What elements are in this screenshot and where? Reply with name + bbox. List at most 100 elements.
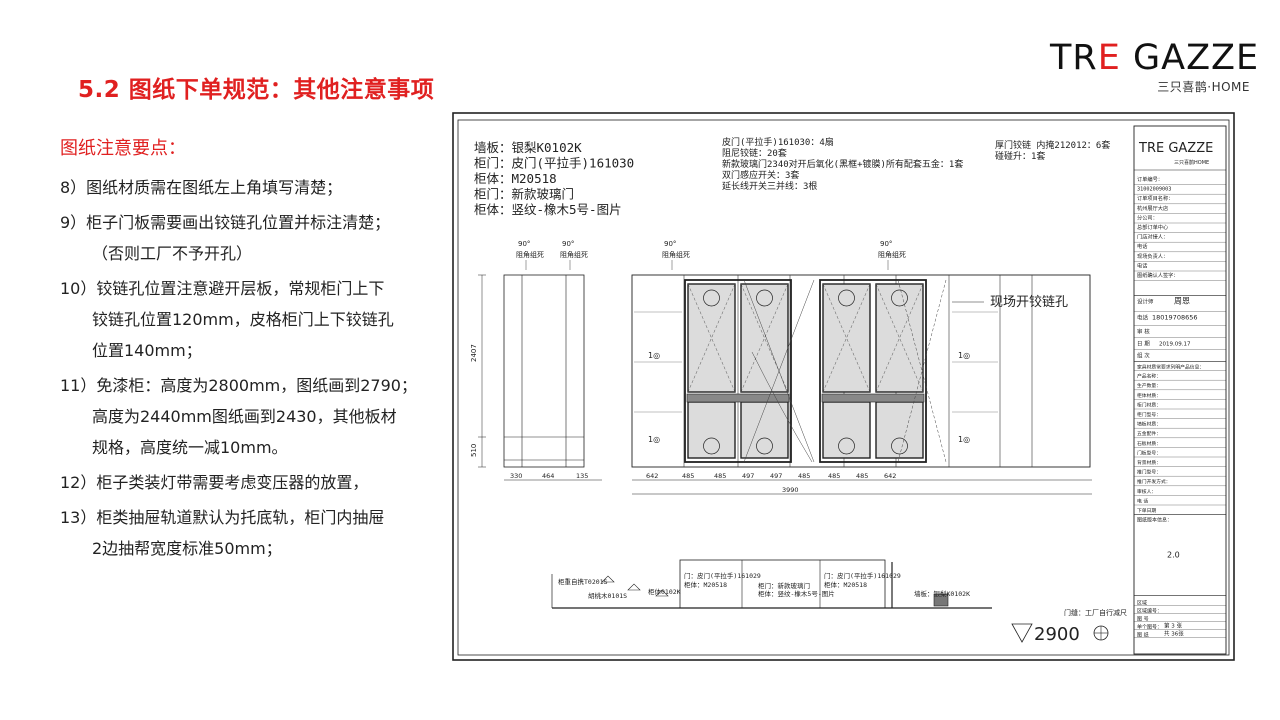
- angle-label: 90°: [880, 240, 892, 248]
- plan-label: 门：皮门(平拉手)161029: [684, 571, 761, 580]
- plan-marker-icon: [601, 575, 615, 583]
- title-block-row: 图纸确认人签字：: [1137, 271, 1179, 279]
- glass-swing-arc: [751, 351, 813, 463]
- angle-label: 90°: [518, 240, 530, 248]
- spec-left-line: 墙板：银梨K0102K: [474, 140, 582, 155]
- plan-label: 门：皮门(平拉手)161029: [824, 571, 901, 580]
- title-block-bottom-row: 区域: [1137, 600, 1147, 607]
- title-block-row: 31002009003: [1137, 187, 1171, 193]
- glass-door-panel: [687, 401, 736, 459]
- spec-left-line: 柜体：M20518: [474, 171, 557, 186]
- note-line: 11）免漆柜：高度为2800mm，图纸画到2790；: [60, 376, 417, 395]
- page-title: 5.2 图纸下单规范：其他注意事项: [78, 77, 435, 103]
- spec-right-line: 碰碰升：1套: [995, 150, 1045, 162]
- angle-label: 90°: [664, 240, 676, 248]
- spec-mid-line: 新款玻璃门2340对开后氧化(黑框+镀膜)所有配套五金：1套: [722, 158, 963, 170]
- drawing-outer-frame: [452, 112, 1235, 661]
- drawing-inner-frame: [457, 119, 1230, 656]
- door-rail: [821, 393, 925, 403]
- plan-label: 胡桃木0101S: [588, 591, 627, 600]
- spec-mid-line: 双门感应开关：3套: [722, 169, 799, 181]
- hinge-hole-icon: [891, 437, 908, 455]
- plan-label: 柜体：M20518: [824, 580, 867, 589]
- glass-door-panel: [875, 401, 924, 459]
- glass-door-panel: [822, 283, 871, 393]
- notes-panel: 图纸注意要点： 8）图纸材质需在图纸左上角填写清楚；9）柜子门板需要画出铰链孔位…: [60, 134, 455, 568]
- spec-left-line: 柜门：新款玻璃门: [474, 187, 574, 202]
- title-block-material-row: 背景材质：: [1137, 459, 1161, 466]
- plan-label: 柜体0102K: [648, 587, 681, 596]
- hinge-mark: 1◎: [958, 351, 970, 360]
- title-block-label: 电话: [1137, 314, 1149, 322]
- title-block-row: 门店对接人：: [1137, 233, 1168, 241]
- height-dim: 2407: [470, 344, 478, 362]
- title-block-material-row: 下单日期: [1137, 507, 1156, 514]
- dim-label: 485: [798, 472, 810, 480]
- title-block-material-row: 审核人：: [1137, 488, 1156, 495]
- note-item: 8）图纸材质需在图纸左上角填写清楚；: [60, 172, 455, 203]
- hinge-hole-icon: [703, 289, 720, 307]
- glass-door-panel: [822, 401, 871, 459]
- glass-door-panel: [687, 283, 736, 393]
- note-line: 9）柜子门板需要画出铰链孔位置并标注清楚；: [60, 213, 391, 232]
- glass-diagonal: [743, 279, 815, 463]
- title-block-frame: [1133, 125, 1227, 655]
- title-block-material-row: 石板材质：: [1137, 440, 1161, 447]
- dim-label: 485: [714, 472, 726, 480]
- note-item: 12）柜子类装灯带需要考虑变压器的放置，: [60, 467, 455, 498]
- note-line: 位置140mm；: [92, 341, 202, 360]
- title-block-phone: 18019708656: [1152, 314, 1198, 322]
- note-line: 10）铰链孔位置注意避开层板，常规柜门上下: [60, 279, 385, 298]
- elevation-label: 2900: [1034, 624, 1080, 645]
- notes-list: 8）图纸材质需在图纸左上角填写清楚；9）柜子门板需要画出铰链孔位置并标注清楚；（…: [60, 172, 455, 564]
- door-group-frame: [819, 279, 927, 463]
- height-dim: 510: [470, 444, 478, 457]
- title-block-row: 总部订单中心: [1137, 223, 1168, 231]
- cad-drawing-canvas: 墙板：银梨K0102K柜门：皮门(平拉手)161030柜体：M20518柜门：新…: [452, 112, 1235, 661]
- glass-door-panel: [875, 283, 924, 393]
- side-cabinet-outline: [503, 274, 585, 468]
- door-group-frame: [684, 279, 792, 463]
- plan-label: 柜重自携T0201S: [558, 577, 608, 586]
- title-block-heading: 家具材质常要求列明产品信息：: [1137, 364, 1204, 371]
- title-block-designer: 周恩: [1174, 297, 1190, 306]
- dim-label: 464: [542, 472, 554, 480]
- angle-label: 阻角组死: [878, 250, 906, 259]
- hinge-hole-icon: [756, 289, 773, 307]
- hinge-hole-icon: [756, 437, 773, 455]
- title-block-material-row: 生产数量：: [1137, 382, 1161, 389]
- title-block-material-row: 电 话: [1137, 497, 1148, 504]
- door-rail: [686, 393, 790, 403]
- title-block-bottom-row: 图 纸: [1137, 632, 1149, 639]
- dim-label: 485: [682, 472, 694, 480]
- note-line: 13）柜类抽屉轨道默认为托底轨，柜门内抽屉: [60, 508, 385, 527]
- title-block-material-row: 推门型号：: [1137, 469, 1161, 476]
- side-panel-diagonal: [897, 279, 947, 463]
- title-block-material-row: 柜门型号：: [1137, 411, 1161, 418]
- note-line: 铰链孔位置120mm，皮格柜门上下铰链孔: [92, 310, 394, 329]
- title-block-sheet: 第 3 张: [1164, 622, 1182, 630]
- title-block-row: 订单项目名称：: [1137, 194, 1173, 202]
- dim-label: 497: [770, 472, 782, 480]
- plan-label: 墙板：银梨K0102K: [914, 589, 970, 598]
- plan-marker-icon: [655, 589, 669, 597]
- hinge-mark: 1◎: [648, 435, 660, 444]
- hinge-hole-icon: [703, 437, 720, 455]
- hinge-hole-icon: [838, 289, 855, 307]
- title-block-material-row: 柜体材质：: [1137, 392, 1161, 399]
- title-block-row: 订单编号：: [1137, 175, 1163, 183]
- angle-label: 阻角组死: [560, 250, 588, 259]
- angle-label: 阻角组死: [516, 250, 544, 259]
- annotation-label: 现场开铰链孔: [990, 295, 1068, 310]
- brand-logo-subtitle: 三只喜鹊·HOME: [1157, 80, 1250, 94]
- plan-marker-icon: [627, 583, 641, 591]
- note-line: 8）图纸材质需在图纸左上角填写清楚；: [60, 178, 343, 197]
- dim-label: 135: [576, 472, 588, 480]
- spec-left-line: 柜体：竖纹-橡木5号-图片: [474, 202, 622, 217]
- title-block-row: 分公司：: [1137, 213, 1158, 221]
- spec-mid-line: 延长线开关三并线：3根: [722, 180, 817, 192]
- plan-column: [933, 593, 949, 607]
- glass-door-panel: [740, 401, 789, 459]
